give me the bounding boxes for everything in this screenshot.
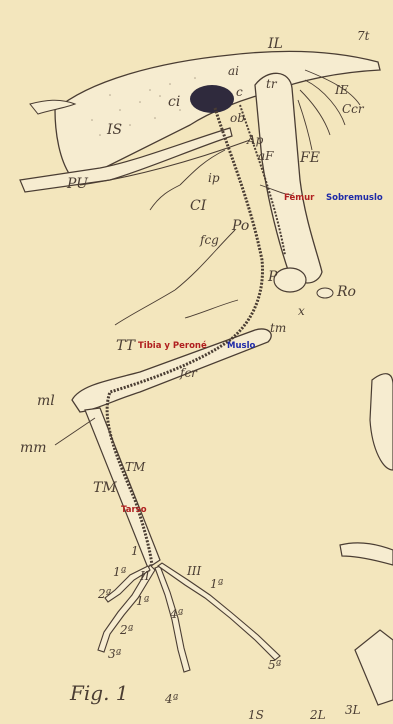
label-p: P xyxy=(268,271,277,283)
side-fragment-top xyxy=(370,374,393,470)
label-is: IS xyxy=(107,124,122,136)
tag-sobremuslo: Sobremuslo xyxy=(326,193,383,203)
label-3l: 3L xyxy=(345,704,361,716)
label-ob: ob xyxy=(230,112,245,124)
tag-muslo: Muslo xyxy=(227,341,255,351)
label-d4b: 4ª xyxy=(165,693,178,705)
label-1s: 1S xyxy=(248,709,264,721)
label-fcr: fcr xyxy=(180,367,197,379)
label-d4a: 4ª xyxy=(170,608,183,620)
tag-tarso: Tarso xyxy=(121,505,147,515)
label-ie: IE xyxy=(335,84,349,96)
label-mm: mm xyxy=(20,442,47,454)
label-7t: 7t xyxy=(357,30,369,42)
label-ro: Ro xyxy=(337,286,356,298)
tag-tibia-perone: Tibia y Peroné xyxy=(138,341,207,351)
label-ci: ci xyxy=(168,96,180,108)
label-ap: Ap xyxy=(247,134,263,146)
label-d1c: 1ª xyxy=(210,578,223,590)
side-fragment-mid xyxy=(340,543,393,565)
figure-caption: Fig. 1 xyxy=(70,683,129,703)
label-d2: II xyxy=(140,570,149,582)
label-tm-upper: TM xyxy=(125,461,145,473)
label-d5a: 5ª xyxy=(268,659,281,671)
mm-pointer xyxy=(55,418,95,445)
label-il: IL xyxy=(268,38,283,50)
label-d2b: 2ª xyxy=(120,624,133,636)
pelvis-bone xyxy=(55,51,380,175)
toes xyxy=(98,563,280,672)
label-c: c xyxy=(236,86,243,98)
tag-femur: Fémur xyxy=(284,193,314,203)
label-fe: FE xyxy=(300,152,320,164)
label-ai: ai xyxy=(228,65,239,77)
label-x: x xyxy=(298,305,305,317)
label-d2a: 2ª xyxy=(98,588,111,600)
label-d1: 1 xyxy=(131,545,139,557)
label-tm-lower: TM xyxy=(93,482,117,494)
label-fcg: fcg xyxy=(200,234,219,246)
label-ci2: CI xyxy=(190,200,206,212)
label-pu: PU xyxy=(67,178,88,190)
label-d1a: 1ª xyxy=(113,566,126,578)
label-tt: TT xyxy=(116,340,135,352)
label-2l: 2L xyxy=(310,709,326,721)
label-d1b: 1ª xyxy=(136,595,149,607)
label-ccr: Ccr xyxy=(342,103,364,115)
label-po: Po xyxy=(232,220,249,232)
label-tr: tr xyxy=(266,78,277,90)
label-af: aF xyxy=(258,150,273,162)
ro-bone xyxy=(317,288,333,298)
knee-joint xyxy=(274,268,306,292)
label-tm: tm xyxy=(270,322,286,334)
label-ip: ip xyxy=(208,172,220,184)
label-d3b: 3ª xyxy=(108,648,121,660)
label-ml: ml xyxy=(37,395,55,407)
label-d3: III xyxy=(187,565,201,577)
side-fragment-bottom xyxy=(355,630,393,705)
acetabulum xyxy=(190,85,234,113)
